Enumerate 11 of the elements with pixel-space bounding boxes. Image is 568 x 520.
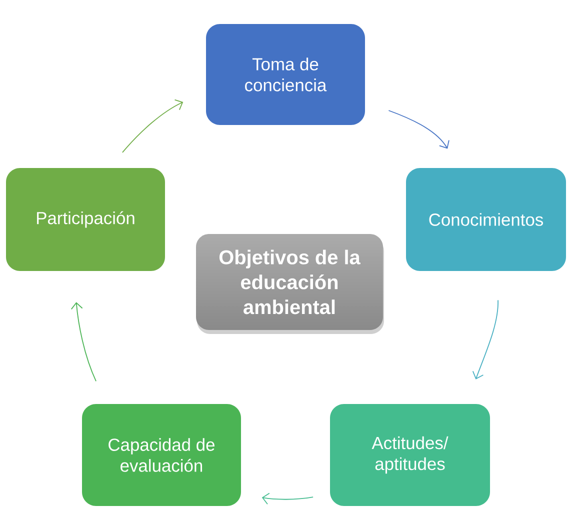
step-box: Capacidad de evaluación: [82, 404, 241, 506]
step-box: Toma de conciencia: [206, 24, 365, 125]
curved-arrow: [388, 110, 450, 149]
step-box: Actitudes/ aptitudes: [330, 404, 490, 506]
curved-arrow: [70, 302, 96, 382]
step-box: Participación: [6, 168, 165, 271]
step-box: Conocimientos: [406, 168, 566, 271]
curved-arrow: [122, 99, 184, 153]
center-box: Objetivos de la educación ambiental: [196, 234, 384, 334]
curved-arrow: [472, 300, 498, 380]
curved-arrow: [262, 492, 314, 505]
